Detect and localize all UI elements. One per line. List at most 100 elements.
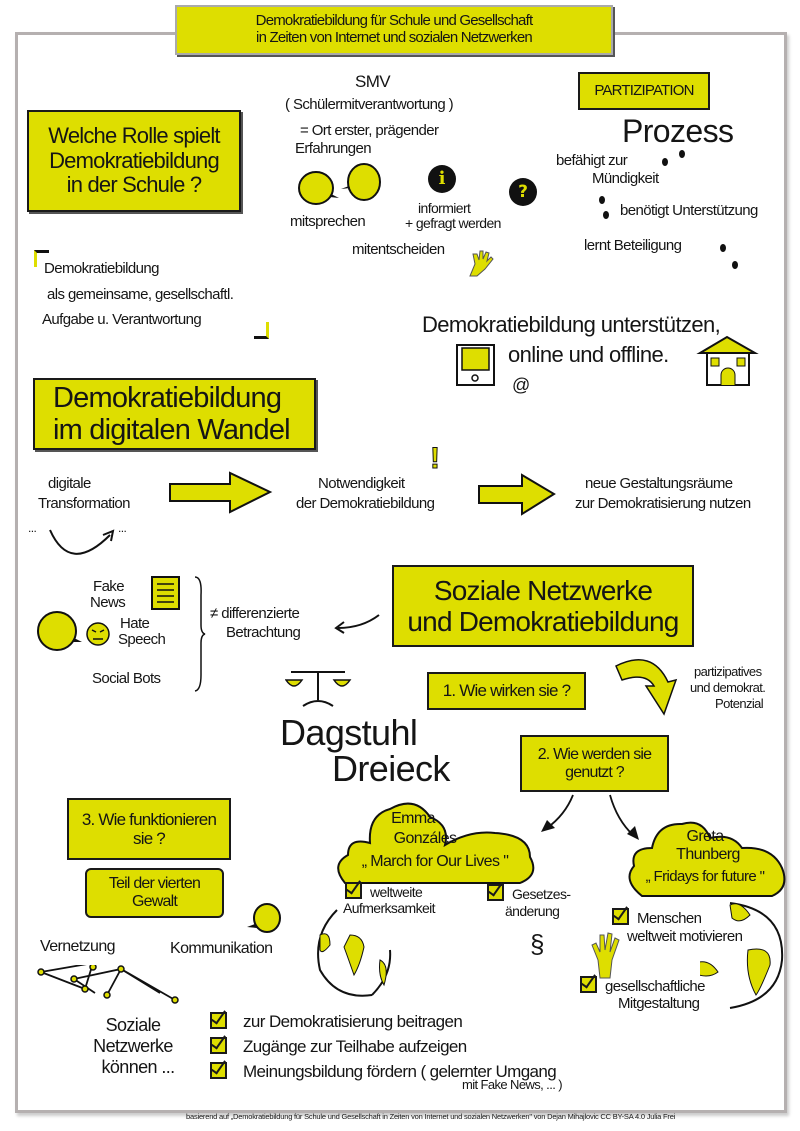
emma-check-1b: Aufmerksamkeit	[343, 900, 436, 916]
question-icon: ?	[509, 178, 537, 206]
fake-news-label-1: Fake	[93, 578, 125, 595]
school-question: Welche Rolle spielt Demokratiebildung in…	[48, 123, 220, 198]
step-3a: neue Gestaltungsräume	[585, 475, 733, 492]
fake-news-label-2: News	[90, 594, 126, 611]
greta-check-2a-text: gesellschaftliche	[605, 978, 705, 995]
title-banner: Demokratiebildung für Schule und Gesells…	[175, 5, 613, 55]
can-label-1: Soziale	[105, 1015, 161, 1035]
footer-credit: basierend auf „Demokratiebildung für Sch…	[186, 1112, 676, 1121]
question-2-box: 2. Wie werden sie genutzt ?	[520, 735, 669, 792]
greta-check-1b: weltweit motivieren	[627, 928, 743, 945]
mitsprechen-label: mitsprechen	[290, 213, 366, 230]
checkbox-icon	[580, 976, 597, 993]
participation-item-1b: Mündigkeit	[592, 170, 659, 187]
quote-open-mark	[34, 250, 49, 267]
network-icon	[37, 965, 179, 1004]
step-2b: der Demokratiebildung	[296, 495, 435, 512]
arrow-left-icon	[334, 614, 380, 634]
paragraph-icon: §	[530, 929, 544, 959]
question-glyph: ?	[518, 182, 528, 202]
branch-arrows-icon	[541, 794, 639, 840]
question-3b: sie ?	[133, 829, 166, 848]
checkbox-icon	[487, 884, 504, 901]
globe-icon	[700, 902, 784, 1009]
emma-check-2a-text: Gesetzes-	[512, 886, 571, 902]
greta-check-2b: Mitgestaltung	[618, 995, 700, 1012]
speech-bubble-icon	[247, 903, 281, 933]
potential-3: Potenzial	[715, 696, 764, 711]
ellipsis-left: ...	[28, 521, 37, 535]
support-line-2: online und offline.	[508, 342, 669, 367]
scales-icon	[285, 671, 352, 707]
differentiated-1: ≠ differenzierte	[210, 605, 300, 622]
support-line-1: Demokratiebildung unterstützen,	[422, 312, 721, 337]
at-symbol: @	[512, 375, 530, 395]
question-3-box: 3. Wie funktionieren sie ?	[67, 798, 231, 860]
digital-heading-1: Demokratiebildung	[53, 381, 282, 414]
participation-item-3: lernt Beteiligung	[584, 237, 682, 254]
hate-speech-label-2: Speech	[118, 631, 166, 648]
emma-check-1a: weltweite	[345, 882, 423, 900]
can-label-2: Netzwerke	[93, 1036, 173, 1056]
checkbox-icon	[210, 1012, 227, 1029]
step-2a: Notwendigkeit	[318, 475, 405, 492]
info-glyph: i	[438, 168, 446, 189]
digital-heading-2: im digitalen Wandel	[53, 414, 291, 446]
emma-name-1: Emma	[391, 810, 435, 827]
mitentscheiden-label: mitentscheiden	[352, 241, 445, 258]
checkbox-icon	[612, 908, 629, 925]
partizipation-box: PARTIZIPATION	[578, 72, 710, 110]
fourth-estate-ticket: Teil der vierten Gewalt	[85, 868, 224, 918]
can-item-3: Meinungsbildung fördern ( gelernter Umga…	[210, 1062, 557, 1082]
partizipation-label: PARTIZIPATION	[594, 81, 694, 99]
greta-name-2: Thunberg	[676, 846, 740, 863]
social-heading-box: Soziale Netzwerke und Demokratiebildung	[392, 565, 694, 647]
question-3a: 3. Wie funktionieren	[81, 809, 217, 829]
quote-line-1: Demokratiebildung	[44, 260, 159, 277]
can-item-2: Zugänge zur Teilhabe aufzeigen	[210, 1037, 467, 1057]
quote-line-3: Aufgabe u. Verantwortung	[42, 311, 202, 328]
question-1: 1. Wie wirken sie ?	[442, 681, 571, 701]
social-heading-2: und Demokratiebildung	[407, 606, 679, 637]
checkbox-icon	[210, 1062, 227, 1079]
social-heading-1: Soziale Netzwerke	[433, 574, 653, 606]
exclamation-mark: !	[429, 442, 440, 476]
potential-2: und demokrat.	[690, 680, 766, 695]
fourth-estate-2: Gewalt	[132, 893, 178, 910]
angry-face-icon	[86, 622, 110, 646]
info-icon: i	[428, 165, 456, 193]
smv-full: ( Schülermitverantwortung )	[285, 96, 454, 113]
emma-check-2b: änderung	[505, 903, 560, 919]
raised-hand-icon	[469, 250, 494, 277]
participation-item-2: benötigt Unterstützung	[620, 202, 758, 219]
speech-bubble-icon	[37, 611, 82, 651]
question-2a: 2. Wie werden sie	[537, 745, 652, 763]
greta-check-1a-text: Menschen	[637, 910, 702, 927]
dagstuhl-label-1: Dagstuhl	[280, 712, 418, 753]
tablet-icon	[456, 344, 495, 386]
cloud-greta	[628, 821, 786, 897]
greta-movement: „ Fridays for future "	[645, 868, 765, 885]
can-item-3-tail: mit Fake News, ... )	[462, 1077, 563, 1092]
cycle-arrow-icon	[49, 529, 115, 555]
prozess-label: Prozess	[622, 113, 734, 149]
checkbox-icon	[210, 1037, 227, 1054]
differentiated-2: Betrachtung	[226, 624, 301, 641]
footprints-icon	[599, 150, 738, 269]
greta-check-2a: gesellschaftliche	[580, 976, 705, 995]
vernetzung-label: Vernetzung	[40, 938, 116, 955]
hate-speech-label-1: Hate	[120, 615, 150, 632]
can-item-2-text: Zugänge zur Teilhabe aufzeigen	[243, 1037, 467, 1056]
participation-item-1a: befähigt zur	[556, 152, 628, 169]
potential-1: partizipatives	[694, 664, 762, 679]
speech-bubbles-icon	[298, 163, 381, 205]
social-bots-label: Social Bots	[92, 670, 161, 687]
arrow-right-icon	[169, 471, 273, 514]
quote-line-2: als gemeinsame, gesellschaftl.	[47, 286, 234, 303]
ellipsis-right: ...	[118, 521, 127, 535]
title-line-1: Demokratiebildung für Schule und Gesells…	[255, 12, 533, 30]
can-label-3: können ...	[101, 1057, 175, 1077]
can-item-1-text: zur Demokratisierung beitragen	[243, 1012, 463, 1031]
emma-movement: „ March for Our Lives "	[361, 853, 509, 870]
